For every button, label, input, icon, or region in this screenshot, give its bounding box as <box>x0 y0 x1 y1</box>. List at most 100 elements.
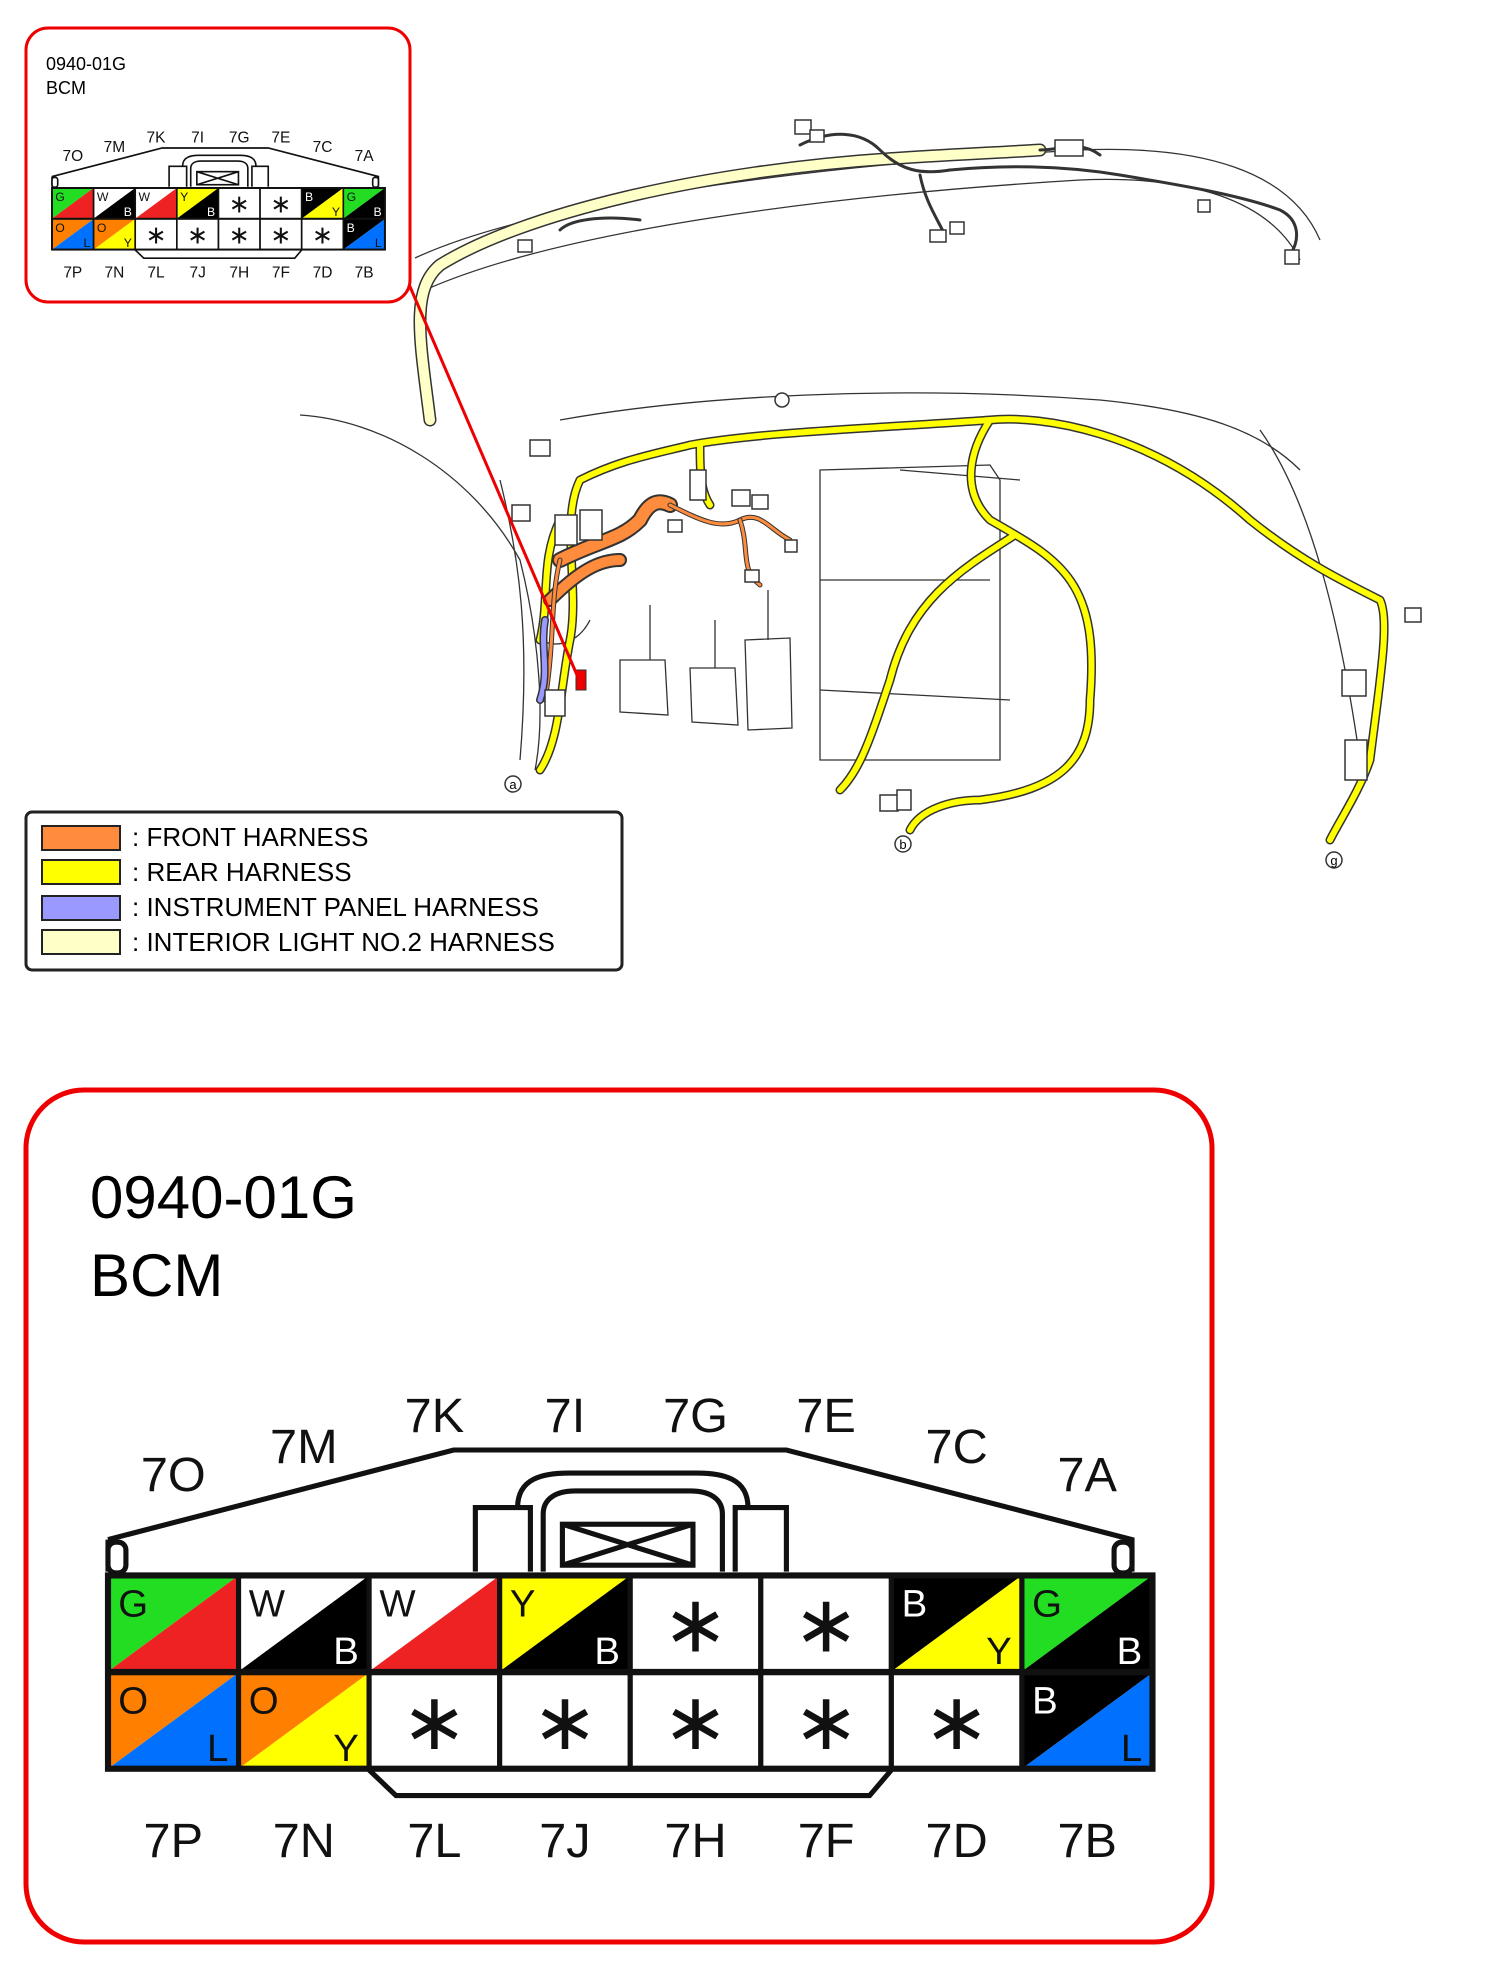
large-pin-7G: ∗ <box>627 1572 764 1674</box>
large-pin-7O: GR <box>105 1572 242 1674</box>
legend-swatch-rear <box>41 859 121 885</box>
small-pin-7A-color2: B <box>373 205 381 219</box>
legend: : FRONT HARNESS : REAR HARNESS : INSTRUM… <box>24 810 624 972</box>
large-pin-7P: OL <box>105 1670 242 1772</box>
large-pin-7P-color1: O <box>118 1680 148 1723</box>
vehicle-outline <box>299 148 1361 771</box>
legend-label-instrument: : INSTRUMENT PANEL HARNESS <box>132 892 539 922</box>
small-pin-7A-color1: G <box>347 190 357 204</box>
legend-swatch-instrument <box>41 895 121 921</box>
large-latch <box>472 1470 789 1572</box>
rear-harness <box>535 414 1389 845</box>
small-pin-7J: ∗ <box>176 218 220 251</box>
instrument-panel-harness <box>536 616 549 704</box>
legend-label-interior: : INTERIOR LIGHT NO.2 HARNESS <box>132 927 555 957</box>
small-housing-bottom <box>134 249 303 259</box>
large-pin-7M-color1: W <box>249 1582 286 1625</box>
legend-item-interior: : INTERIOR LIGHT NO.2 HARNESS <box>41 927 555 957</box>
large-pin-7C-color2: Y <box>986 1630 1012 1673</box>
large-pin-7L-empty-mark: ∗ <box>401 1677 468 1766</box>
large-pin-7J: ∗ <box>497 1670 633 1772</box>
small-pin-7M: WB <box>92 187 137 220</box>
large-bottom-label-7F: 7F <box>798 1814 855 1868</box>
large-pin-7B: BL <box>1019 1670 1156 1772</box>
small-latch <box>168 154 270 187</box>
large-pin-7M-color2: B <box>333 1630 359 1673</box>
large-bottom-label-7N: 7N <box>273 1814 335 1868</box>
large-housing-bottom <box>367 1768 894 1799</box>
large-pin-7M: WB <box>235 1572 372 1674</box>
large-pin-7F-empty-mark: ∗ <box>793 1677 860 1766</box>
small-pin-7G-empty-mark: ∗ <box>229 190 250 218</box>
small-connector-code: 0940-01G <box>46 54 126 74</box>
large-pin-7I: YB <box>497 1572 633 1674</box>
small-pin-7N-color1: O <box>97 221 107 235</box>
large-pin-7O-color2: R <box>201 1630 229 1673</box>
small-pin-7K-color1: W <box>138 190 150 204</box>
small-pin-7O-color1: G <box>55 190 65 204</box>
small-pin-7F: ∗ <box>259 218 303 251</box>
large-latch-cross <box>561 1521 694 1568</box>
small-bottom-label-7H: 7H <box>229 265 249 282</box>
small-bottom-label-7D: 7D <box>313 265 333 282</box>
small-pin-7B-color1: B <box>347 221 355 235</box>
small-housing-left-tab <box>51 176 59 188</box>
small-pin-7P-color2: L <box>84 236 91 250</box>
large-pin-7N-color1: O <box>249 1680 279 1723</box>
small-pin-7H-empty-mark: ∗ <box>229 221 250 249</box>
small-latch-cross <box>196 170 239 186</box>
small-pin-7N-color2: Y <box>124 236 132 250</box>
small-bottom-label-7N: 7N <box>105 265 125 282</box>
small-housing-right-tab <box>371 176 380 188</box>
small-pin-7M-color1: W <box>97 190 109 204</box>
small-pin-7M-color2: B <box>124 205 132 219</box>
small-pin-7F-empty-mark: ∗ <box>270 221 291 249</box>
small-bottom-label-7B: 7B <box>355 265 374 282</box>
large-pin-7L: ∗ <box>366 1670 503 1772</box>
small-pin-7G: ∗ <box>217 187 261 220</box>
small-top-label-7I: 7I <box>191 129 204 146</box>
large-top-label-7A: 7A <box>1057 1448 1117 1502</box>
small-bottom-label-7F: 7F <box>272 265 290 282</box>
small-top-label-7A: 7A <box>355 148 375 165</box>
small-pin-7B: BL <box>342 218 386 251</box>
large-pin-7E-empty-mark: ∗ <box>793 1580 860 1669</box>
small-top-label-7G: 7G <box>229 129 250 146</box>
large-pin-7B-color1: B <box>1032 1680 1058 1723</box>
large-connector-name: BCM <box>90 1242 223 1309</box>
small-pin-7P: OL <box>51 218 95 251</box>
large-top-label-7I: 7I <box>545 1389 586 1443</box>
large-pin-7K-color1: W <box>379 1582 416 1625</box>
callout-leader-line <box>403 274 582 683</box>
large-pin-7P-color2: L <box>207 1727 228 1770</box>
small-pin-7C-color2: Y <box>332 205 340 219</box>
small-pin-7L: ∗ <box>134 218 178 251</box>
large-pin-7G-empty-mark: ∗ <box>662 1580 729 1669</box>
ground-label-b: b <box>899 837 906 852</box>
small-pin-7K: WR <box>134 187 178 220</box>
large-pin-7K-color2: R <box>462 1630 490 1673</box>
front-harness <box>542 494 793 703</box>
large-pin-7E: ∗ <box>758 1572 894 1674</box>
small-pin-7C-color1: B <box>305 190 313 204</box>
large-pin-7J-empty-mark: ∗ <box>532 1677 599 1766</box>
large-pin-7A-color1: G <box>1032 1582 1062 1625</box>
small-pin-7D: ∗ <box>300 218 345 251</box>
large-pin-7N: OY <box>235 1670 372 1772</box>
small-top-label-7O: 7O <box>62 148 83 165</box>
small-pin-7B-color2: L <box>375 236 382 250</box>
small-pin-7K-color2: R <box>165 205 174 219</box>
legend-item-rear: : REAR HARNESS <box>41 857 352 887</box>
legend-swatch-front <box>41 825 121 851</box>
large-bottom-label-7J: 7J <box>539 1814 590 1868</box>
large-pin-7K: WR <box>366 1572 503 1674</box>
large-top-label-7C: 7C <box>926 1420 988 1474</box>
large-bottom-label-7D: 7D <box>926 1814 988 1868</box>
small-pin-7C: BY <box>300 187 345 220</box>
ground-point-g: g <box>1325 851 1343 869</box>
small-pin-7J-empty-mark: ∗ <box>187 221 208 249</box>
large-top-label-7K: 7K <box>405 1389 464 1443</box>
small-pin-7I-color2: B <box>207 205 215 219</box>
legend-frame <box>24 810 624 972</box>
